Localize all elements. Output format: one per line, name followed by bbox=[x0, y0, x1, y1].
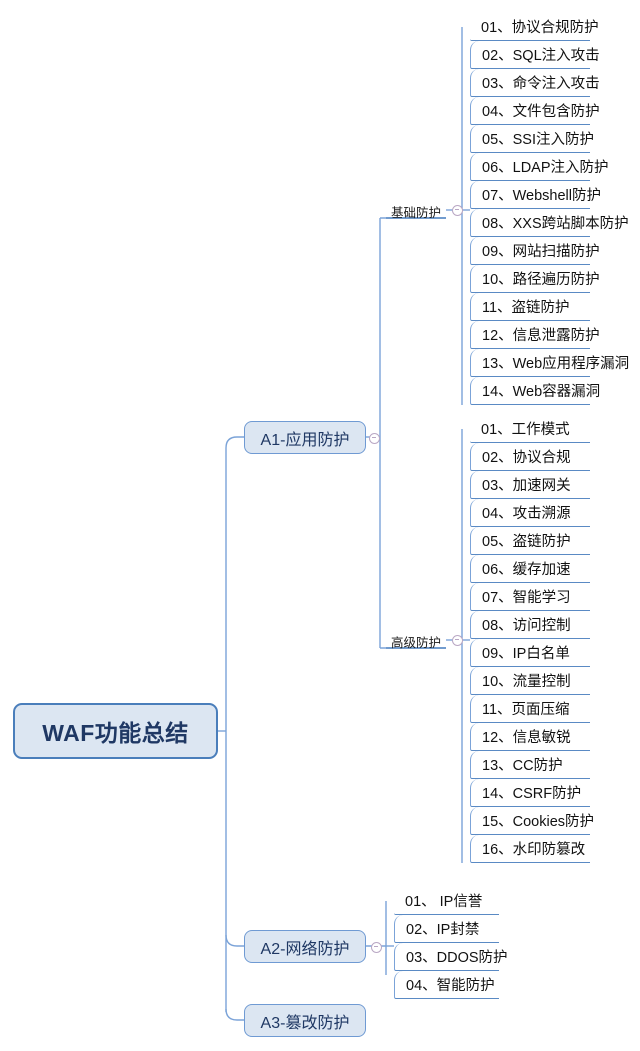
leaf-item-label: 11、盗链防护 bbox=[482, 300, 570, 316]
group-label-advanced: 高级防护 bbox=[390, 636, 441, 650]
leaf-item-label: 15、Cookies防护 bbox=[482, 814, 595, 830]
leaf-item[interactable]: 08、访问控制 bbox=[470, 611, 590, 639]
group-label-basic: 基础防护 bbox=[390, 206, 441, 220]
leaf-item[interactable]: 05、SSI注入防护 bbox=[470, 125, 594, 153]
leaf-item[interactable]: 09、IP白名单 bbox=[470, 639, 590, 667]
leaf-item-label: 16、水印防篡改 bbox=[482, 842, 586, 858]
leaf-item-label: 03、命令注入攻击 bbox=[482, 76, 600, 92]
leaf-item[interactable]: 12、信息敏锐 bbox=[470, 723, 590, 751]
leaf-item-label: 13、CC防护 bbox=[482, 758, 563, 774]
leaf-item-label: 03、DDOS防护 bbox=[406, 950, 508, 966]
leaf-item-label: 02、IP封禁 bbox=[406, 922, 480, 938]
leaf-item[interactable]: 01、工作模式 bbox=[470, 415, 590, 443]
leaf-item-label: 09、网站扫描防护 bbox=[482, 244, 600, 260]
leaf-item-label: 13、Web应用程序漏洞 bbox=[482, 356, 630, 372]
leaf-item-label: 02、SQL注入攻击 bbox=[482, 48, 600, 64]
leaf-item-label: 05、SSI注入防护 bbox=[482, 132, 594, 148]
leaf-item[interactable]: 02、SQL注入攻击 bbox=[470, 41, 600, 69]
leaf-item[interactable]: 10、路径遍历防护 bbox=[470, 265, 600, 293]
collapse-toggle-a2[interactable] bbox=[371, 942, 382, 953]
leaf-item[interactable]: 05、盗链防护 bbox=[470, 527, 590, 555]
leaf-item[interactable]: 11、盗链防护 bbox=[470, 293, 590, 321]
leaf-item-label: 04、攻击溯源 bbox=[482, 506, 571, 522]
leaf-item-label: 05、盗链防护 bbox=[482, 534, 571, 550]
leaf-item-label: 07、Webshell防护 bbox=[482, 188, 602, 204]
leaf-item-label: 14、CSRF防护 bbox=[482, 786, 582, 802]
leaf-item-label: 04、文件包含防护 bbox=[482, 104, 600, 120]
leaf-item[interactable]: 13、CC防护 bbox=[470, 751, 590, 779]
leaf-item-label: 11、页面压缩 bbox=[482, 702, 570, 718]
leaf-item[interactable]: 02、协议合规 bbox=[470, 443, 590, 471]
leaf-item[interactable]: 11、页面压缩 bbox=[470, 695, 590, 723]
leaf-item-label: 06、缓存加速 bbox=[482, 562, 571, 578]
collapse-toggle-a1[interactable] bbox=[369, 433, 380, 444]
branch-node-a3[interactable]: A3-篡改防护 bbox=[244, 1004, 366, 1037]
root-node-label: WAF功能总结 bbox=[42, 720, 189, 746]
branch-node-a1[interactable]: A1-应用防护 bbox=[244, 421, 366, 454]
leaf-item[interactable]: 09、网站扫描防护 bbox=[470, 237, 600, 265]
leaf-item-label: 08、XXS跨站脚本防护 bbox=[482, 216, 629, 232]
leaf-item[interactable]: 04、文件包含防护 bbox=[470, 97, 600, 125]
leaf-item[interactable]: 06、LDAP注入防护 bbox=[470, 153, 609, 181]
leaf-item[interactable]: 12、信息泄露防护 bbox=[470, 321, 600, 349]
leaf-item[interactable]: 07、Webshell防护 bbox=[470, 181, 601, 209]
leaf-item-label: 12、信息泄露防护 bbox=[482, 328, 600, 344]
leaf-item[interactable]: 02、IP封禁 bbox=[394, 915, 499, 943]
leaf-item[interactable]: 07、智能学习 bbox=[470, 583, 590, 611]
branch-node-a1-label: A1-应用防护 bbox=[260, 431, 350, 449]
leaf-item-label: 04、智能防护 bbox=[406, 978, 495, 994]
leaf-item-label: 12、信息敏锐 bbox=[482, 730, 571, 746]
leaf-item[interactable]: 04、智能防护 bbox=[394, 971, 499, 999]
collapse-toggle-advanced[interactable] bbox=[452, 635, 463, 646]
root-node[interactable]: WAF功能总结 bbox=[13, 703, 218, 759]
leaf-item[interactable]: 14、CSRF防护 bbox=[470, 779, 590, 807]
leaf-item-label: 14、Web容器漏洞 bbox=[482, 384, 601, 400]
leaf-item-label: 10、路径遍历防护 bbox=[482, 272, 600, 288]
leaf-item[interactable]: 15、Cookies防护 bbox=[470, 807, 594, 835]
leaf-item[interactable]: 01、协议合规防护 bbox=[470, 13, 599, 41]
leaf-item[interactable]: 14、Web容器漏洞 bbox=[470, 377, 600, 405]
leaf-item-label: 01、工作模式 bbox=[481, 422, 570, 438]
leaf-item[interactable]: 16、水印防篡改 bbox=[470, 835, 590, 863]
branch-node-a3-label: A3-篡改防护 bbox=[260, 1014, 350, 1032]
leaf-item[interactable]: 08、XXS跨站脚本防护 bbox=[470, 209, 629, 237]
branch-node-a2[interactable]: A2-网络防护 bbox=[244, 930, 366, 963]
leaf-item-label: 07、智能学习 bbox=[482, 590, 571, 606]
leaf-item[interactable]: 10、流量控制 bbox=[470, 667, 590, 695]
leaf-item-label: 01、协议合规防护 bbox=[481, 20, 599, 36]
leaf-item-label: 10、流量控制 bbox=[482, 674, 571, 690]
leaf-item-label: 09、IP白名单 bbox=[482, 646, 570, 662]
leaf-item-label: 06、LDAP注入防护 bbox=[482, 160, 609, 176]
leaf-item-label: 03、加速网关 bbox=[482, 478, 571, 494]
leaf-item[interactable]: 01、 IP信誉 bbox=[394, 887, 499, 915]
leaf-item[interactable]: 03、DDOS防护 bbox=[394, 943, 508, 971]
leaf-item-label: 02、协议合规 bbox=[482, 450, 571, 466]
leaf-item[interactable]: 13、Web应用程序漏洞 bbox=[470, 349, 629, 377]
leaf-item-label: 01、 IP信誉 bbox=[405, 894, 483, 910]
branch-node-a2-label: A2-网络防护 bbox=[260, 940, 350, 958]
collapse-toggle-basic[interactable] bbox=[452, 205, 463, 216]
leaf-item[interactable]: 03、加速网关 bbox=[470, 471, 590, 499]
leaf-item[interactable]: 03、命令注入攻击 bbox=[470, 69, 600, 97]
leaf-item[interactable]: 06、缓存加速 bbox=[470, 555, 590, 583]
leaf-item[interactable]: 04、攻击溯源 bbox=[470, 499, 590, 527]
leaf-item-label: 08、访问控制 bbox=[482, 618, 571, 634]
